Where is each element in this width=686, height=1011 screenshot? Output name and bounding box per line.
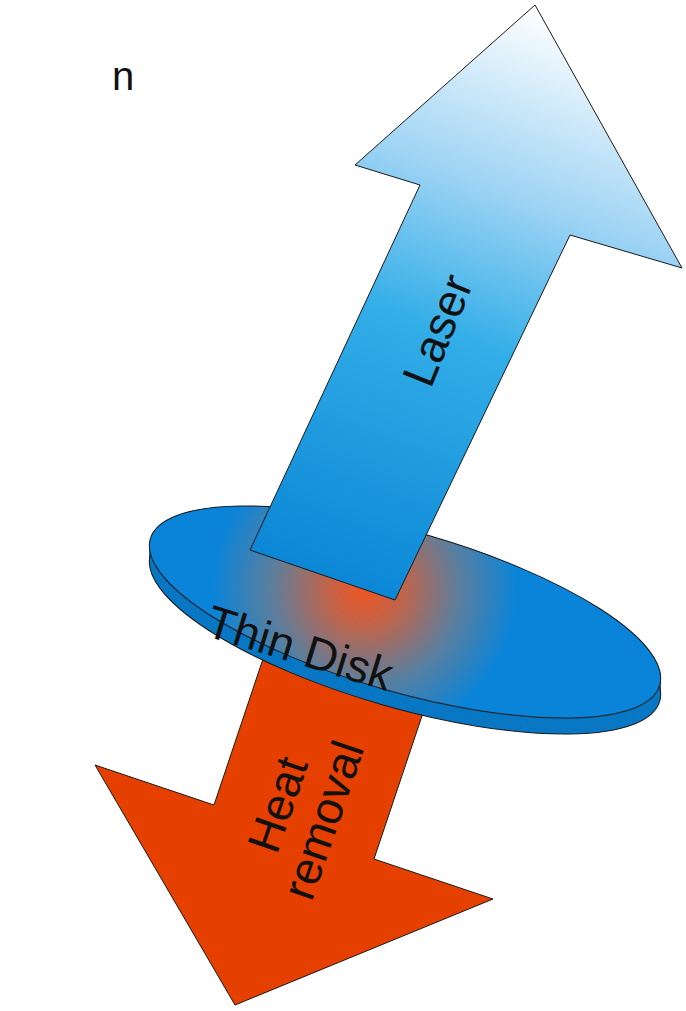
laser-arrow: Laser <box>240 0 686 610</box>
text-fragment: n <box>112 56 134 96</box>
